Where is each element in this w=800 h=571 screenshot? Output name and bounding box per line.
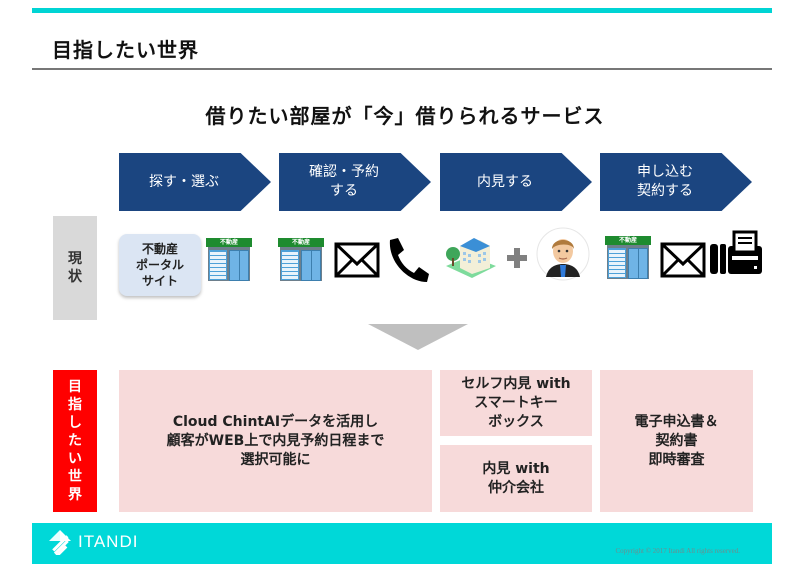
itandi-logo: ITANDI [48,529,138,555]
shop-sign: 不動産 [605,236,651,245]
mail-icon [660,242,706,278]
brand-name: ITANDI [78,532,139,551]
step-confirm-reserve: 確認・予約 する [279,153,431,211]
goal-agent-viewing-box: 内見 with 仲介会社 [440,445,592,512]
portal-site-label: 不動産 ポータル サイト [135,242,184,288]
step-label: 申し込む 契約する [637,164,693,199]
shop-sign: 不動産 [278,238,324,247]
goal-e-contract-text: 電子申込書＆ 契約書 即時審査 [634,413,719,468]
goal-e-contract-box: 電子申込書＆ 契約書 即時審査 [600,370,753,512]
slide-title: 目指したい世界 [52,38,199,62]
goal-web-booking-box: Cloud ChintAIデータを活用し 顧客がWEB上で内見予約日程まで 選択… [119,370,432,512]
step-search-select: 探す・選ぶ [119,153,271,211]
copyright-text: Copyright © 2017 Itandi All rights reser… [615,547,741,555]
row-label-text: 目指したい世界 [68,379,82,503]
apartment-building-icon [446,238,496,278]
real-estate-office-icon: 不動産 [206,238,252,282]
row-label-text: 現状 [68,251,82,285]
mail-icon [334,242,380,278]
goal-agent-viewing-text: 内見 with 仲介会社 [482,460,550,496]
step-label: 探す・選ぶ [149,173,219,190]
goal-self-viewing-text: セルフ内見 with スマートキー ボックス [461,375,571,430]
step-apply-contract: 申し込む 契約する [600,153,752,211]
row-label-goal: 目指したい世界 [53,370,97,512]
title-divider [32,68,772,70]
top-accent-bar [32,8,772,13]
footer-bar [32,523,772,564]
step-viewing: 内見する [440,153,592,211]
itandi-logo-icon [49,530,71,555]
real-estate-office-icon: 不動産 [605,236,651,280]
fax-icon [710,230,762,274]
phone-icon [389,238,429,282]
goal-web-booking-text: Cloud ChintAIデータを活用し 顧客がWEB上で内見予約日程まで 選択… [166,413,385,468]
slide-subtitle: 借りたい部屋が「今」借りられるサービス [205,104,605,128]
down-arrow [368,324,468,350]
step-label: 確認・予約 する [309,164,379,199]
row-label-current: 現状 [53,216,97,320]
shop-sign: 不動産 [206,238,252,247]
goal-self-viewing-box: セルフ内見 with スマートキー ボックス [440,370,592,436]
portal-site-box: 不動産 ポータル サイト [119,234,201,296]
real-estate-office-icon: 不動産 [278,238,324,282]
step-label: 内見する [477,173,533,190]
agent-avatar-icon [536,227,590,281]
plus-icon [507,248,527,268]
